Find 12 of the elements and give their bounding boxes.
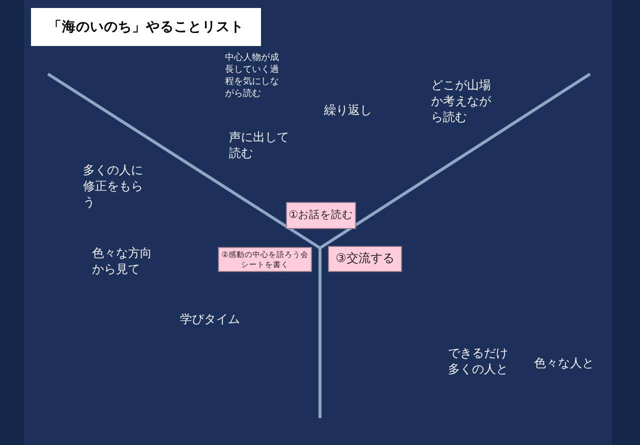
note-text: 多くの人に修正をもらう <box>83 162 144 211</box>
step-box: ①お話を読む <box>286 202 356 229</box>
note-text: 中心人物が成長していく過程を気にしながら読む <box>225 52 280 101</box>
note-text: 色々な方向から見て <box>92 245 153 278</box>
note-text: できるだけ多くの人と <box>448 345 509 378</box>
note-text: 声に出して読む <box>229 129 290 162</box>
note-text: どこが山場か考えながら読む <box>431 77 492 126</box>
note-text: 色々な人と <box>534 355 595 372</box>
note-text: 繰り返し <box>324 102 373 118</box>
note-text: 学びタイム <box>180 311 241 328</box>
title-banner: 「海のいのち」やることリスト <box>31 8 261 46</box>
step-box: ③交流する <box>328 246 402 272</box>
